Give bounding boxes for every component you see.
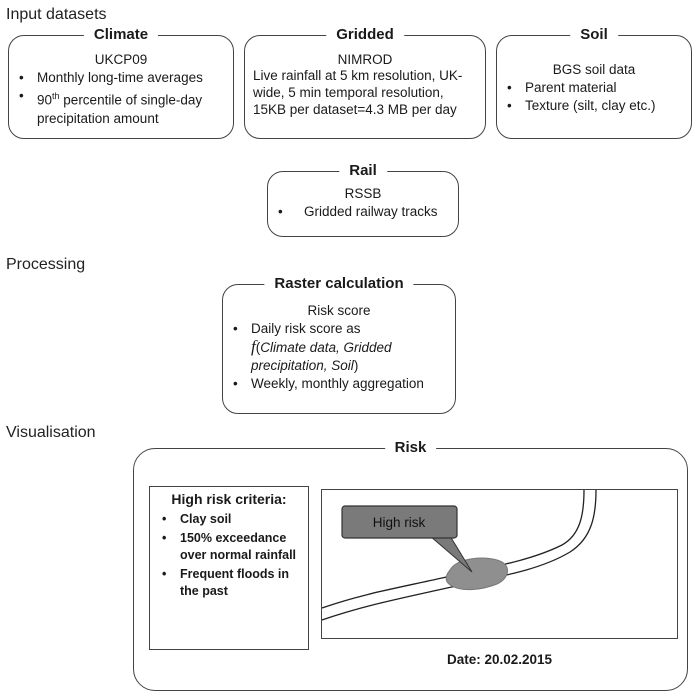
soil-title: Soil (570, 26, 618, 43)
rail-bullets: Gridded railway tracks (268, 203, 458, 221)
climate-title: Climate (83, 26, 159, 43)
rail-title: Rail (339, 162, 387, 179)
gridded-title: Gridded (326, 26, 404, 43)
risk-map-panel: High risk (321, 489, 678, 639)
climate-bullet-1: Monthly long-time averages (9, 69, 233, 87)
climate-source: UKCP09 (94, 52, 148, 67)
climate-bullets: Monthly long-time averages 90th percenti… (9, 69, 233, 128)
risk-map: High risk (322, 490, 597, 621)
criteria-item-3: Frequent floods in the past (150, 566, 308, 600)
gridded-box: Gridded NIMROD Live rainfall at 5 km res… (244, 26, 486, 139)
raster-calculation-box: Raster calculation Risk score Daily risk… (222, 275, 456, 414)
raster-formula: f(Climate data, Gridded precipitation, S… (251, 337, 392, 374)
section-input-datasets: Input datasets (6, 6, 107, 23)
climate-bullet-2: 90th percentile of single-day precipitat… (9, 87, 233, 128)
section-processing: Processing (6, 256, 86, 273)
soil-box: Soil BGS soil data Parent material Textu… (496, 26, 692, 139)
criteria-item-1: Clay soil (150, 511, 308, 528)
criteria-list: Clay soil 150% exceedance over normal ra… (150, 511, 308, 600)
climate-box: Climate UKCP09 Monthly long-time average… (8, 26, 234, 139)
high-risk-criteria-panel: High risk criteria: Clay soil 150% excee… (149, 486, 309, 650)
raster-bullet-2: Weekly, monthly aggregation (223, 375, 455, 393)
risk-date: Date: 20.02.2015 (446, 652, 553, 667)
rail-source: RSSB (344, 186, 382, 201)
raster-bullets: Daily risk score as f(Climate data, Grid… (223, 320, 455, 393)
high-risk-callout-label: High risk (373, 515, 426, 530)
rail-bullet-1: Gridded railway tracks (268, 203, 458, 221)
risk-title: Risk (384, 439, 437, 456)
criteria-item-2: 150% exceedance over normal rainfall (150, 530, 308, 564)
callout-pointer (428, 535, 473, 573)
soil-bullet-1: Parent material (497, 79, 691, 97)
high-risk-area (445, 557, 508, 591)
soil-bullet-2: Texture (silt, clay etc.) (497, 97, 691, 115)
raster-title: Raster calculation (264, 275, 414, 292)
raster-source: Risk score (307, 303, 371, 318)
raster-bullet-1: Daily risk score as (223, 320, 455, 338)
soil-bullets: Parent material Texture (silt, clay etc.… (497, 79, 691, 115)
high-risk-callout (341, 505, 458, 539)
gridded-text: Live rainfall at 5 km resolution, UK-wid… (253, 68, 463, 117)
gridded-source: NIMROD (337, 52, 393, 67)
section-visualisation: Visualisation (6, 424, 96, 441)
soil-source: BGS soil data (552, 62, 636, 77)
rail-box: Rail RSSB Gridded railway tracks (267, 162, 459, 237)
criteria-title: High risk criteria: (171, 491, 287, 507)
